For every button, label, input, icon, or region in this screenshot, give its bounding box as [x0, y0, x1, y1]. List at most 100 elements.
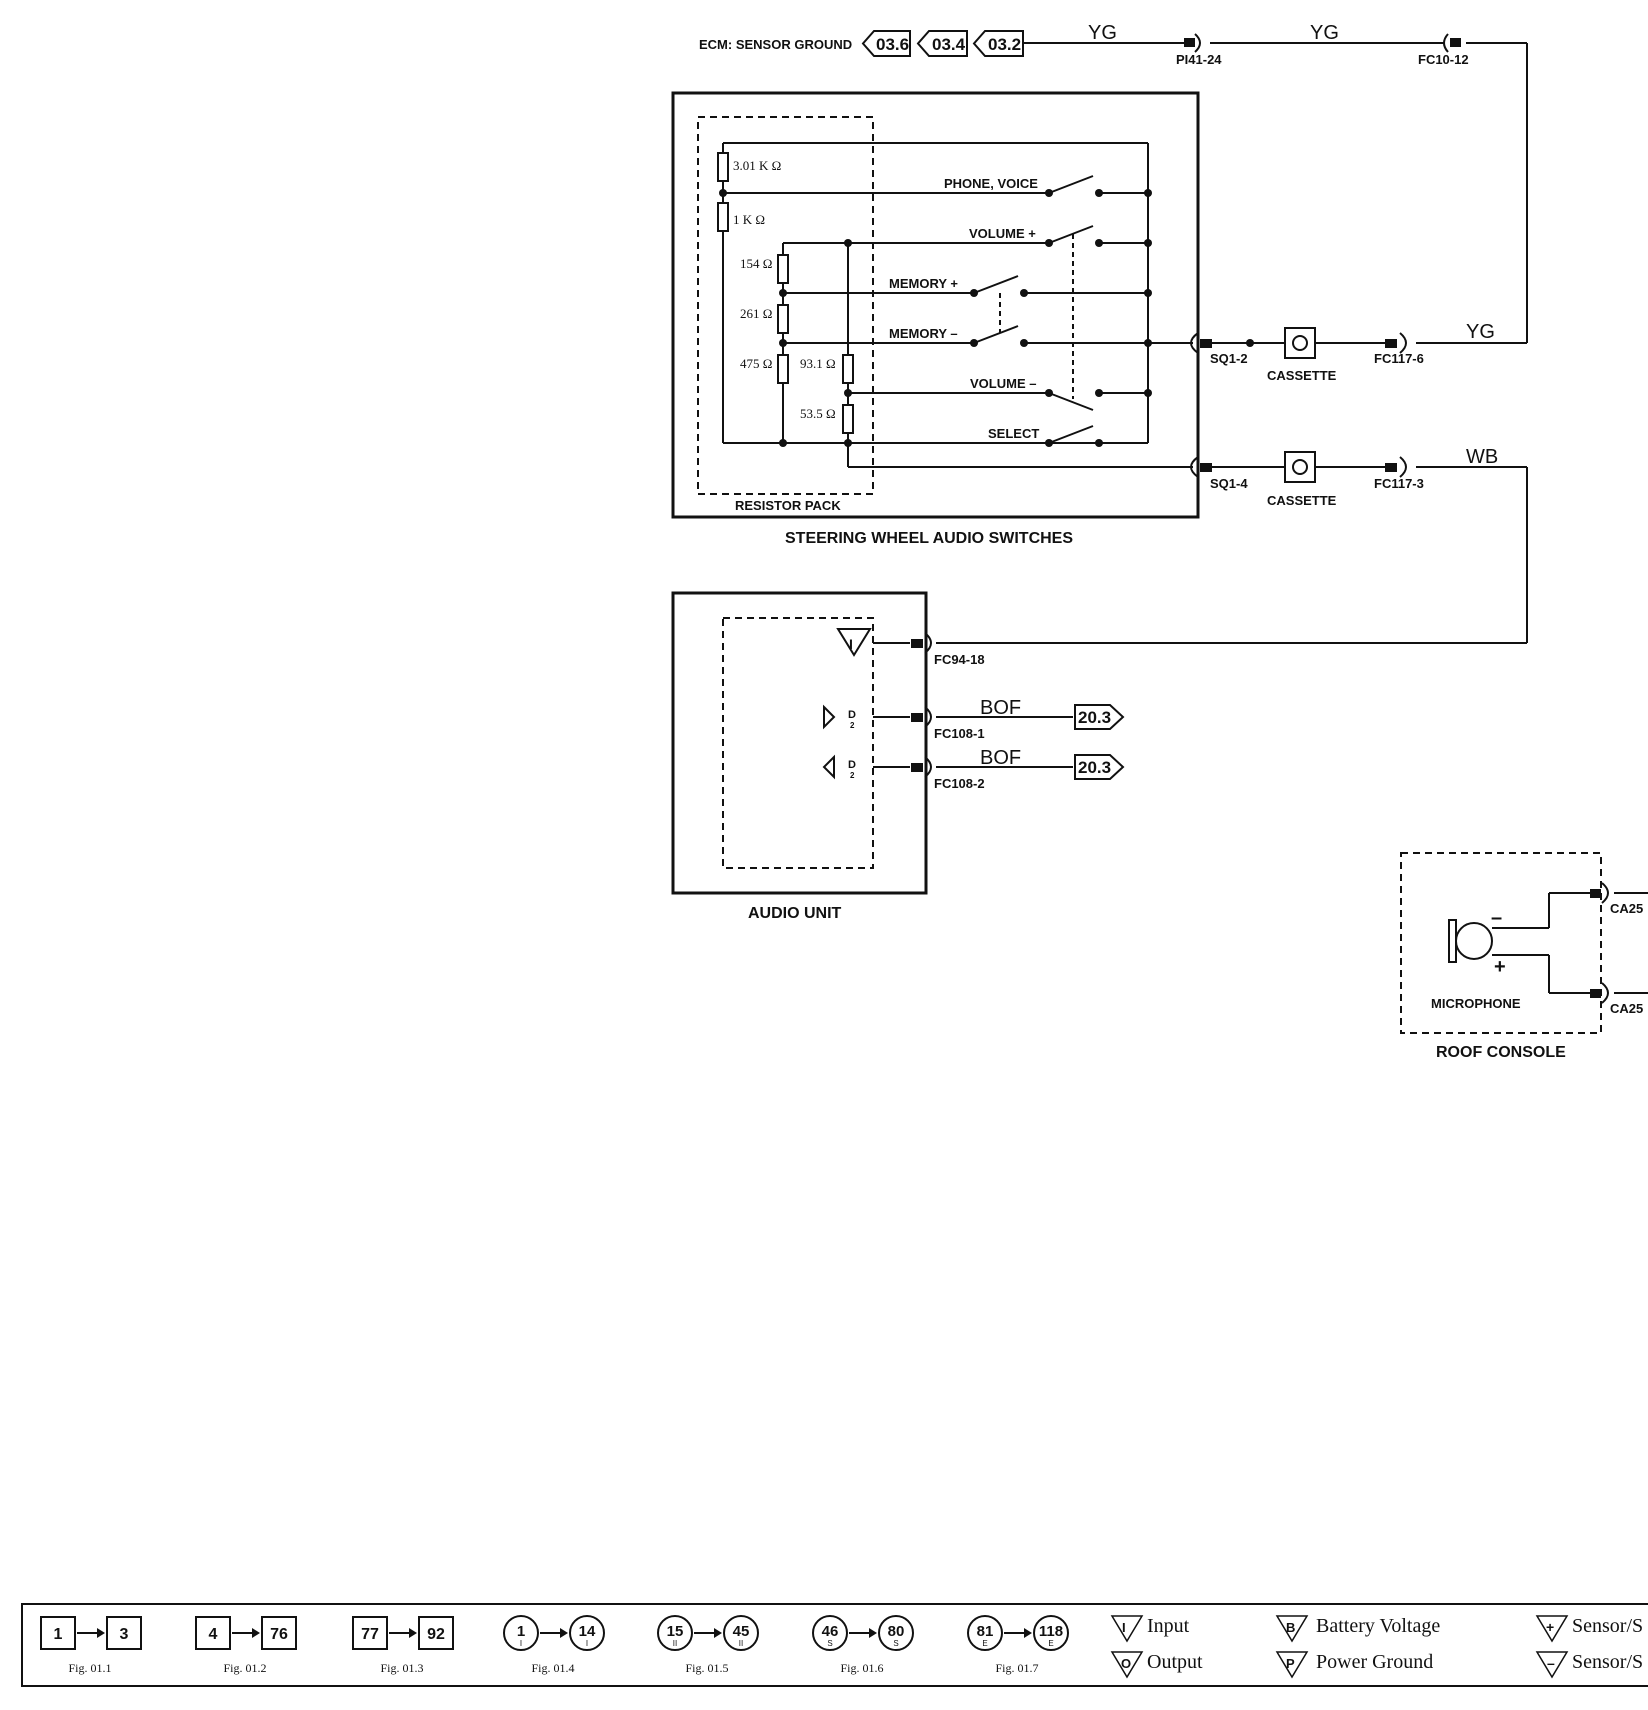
legend-fig-0-caption: Fig. 01.1	[68, 1661, 111, 1675]
legend-fig-3-to: 14	[579, 1623, 596, 1640]
legend-fig-2-to-box	[418, 1616, 454, 1650]
legend-fig-0-to-box	[106, 1616, 142, 1650]
legend-fig-1-caption: Fig. 01.2	[223, 1661, 266, 1675]
legend-fig-4-to: 45	[733, 1623, 750, 1640]
legend-fig-4-arrow-icon	[714, 1628, 722, 1638]
resistor-r1-label: 3.01 K Ω	[733, 158, 781, 173]
legend-fig-0-from: 1	[54, 1626, 63, 1643]
steering-wheel-title: STEERING WHEEL AUDIO SWITCHES	[785, 530, 1073, 547]
ecm-label: ECM: SENSOR GROUND	[699, 37, 852, 52]
resistor-pack-label: RESISTOR PACK	[735, 498, 841, 513]
resistor-r1	[717, 152, 729, 182]
legend-fig-4-to-circle	[723, 1615, 759, 1651]
switch-memory-minus: MEMORY –	[889, 326, 958, 341]
legend-fig-2-to: 92	[427, 1626, 445, 1643]
legend-input-icon	[1110, 1615, 1144, 1643]
legend-fig-0-arrow-icon	[97, 1628, 105, 1638]
connector-fc10-12: FC10-12	[1418, 52, 1469, 67]
resistor-r2	[717, 202, 729, 232]
legend-fig-6-from-sub: E	[982, 1639, 987, 1648]
steering-wheel-box	[671, 91, 1200, 519]
switch-volume-minus: VOLUME –	[970, 376, 1036, 391]
ecm-ref-0[interactable]: 03.6	[876, 35, 909, 54]
audio-ref-1-box[interactable]	[1074, 754, 1125, 780]
mic-minus: –	[1491, 907, 1502, 929]
legend-fig-2-caption: Fig. 01.3	[380, 1661, 423, 1675]
audio-ref-1[interactable]: 20.3	[1078, 758, 1111, 777]
legend-fig-5-to-sub: S	[893, 1639, 898, 1648]
connector-fc117-3: FC117-3	[1374, 476, 1424, 491]
connector-fc108-1: FC108-1	[934, 726, 985, 741]
legend-output-glyph: O	[1121, 1656, 1131, 1671]
resistor-r5-label: 475 Ω	[740, 356, 772, 371]
legend-fig-0-to: 3	[120, 1626, 129, 1643]
cassette-label-2: CASSETTE	[1267, 493, 1337, 508]
legend-sensor-plus-label: Sensor/S	[1572, 1615, 1643, 1637]
legend-fig-5-caption: Fig. 01.6	[840, 1661, 883, 1675]
legend-battery-glyph: B	[1286, 1620, 1295, 1635]
d2-label-1: D	[848, 709, 856, 721]
switch-memory-plus: MEMORY +	[889, 276, 958, 291]
junction-dots	[719, 189, 1254, 447]
d2-sub-1: 2	[850, 721, 855, 730]
input-triangle-icon	[836, 628, 872, 657]
wire-color-yg-1: YG	[1088, 22, 1117, 44]
legend-fig-6-to-circle	[1033, 1615, 1069, 1651]
legend-fig-5-from: 46	[822, 1623, 839, 1640]
microphone-icon	[1448, 919, 1457, 963]
ecm-ref-1[interactable]: 03.4	[932, 35, 966, 54]
legend-output-icon	[1110, 1651, 1144, 1679]
legend-bar	[21, 1603, 1648, 1687]
ecm-ref-0-box[interactable]	[861, 30, 911, 57]
connector-sq1-2: SQ1-2	[1210, 351, 1248, 366]
legend-fig-3-from-sub: I	[520, 1639, 522, 1648]
legend-fig-1-arrow-icon	[252, 1628, 260, 1638]
d2-label-2: D	[848, 759, 856, 771]
legend-fig-4-from-sub: II	[673, 1639, 677, 1648]
legend-power-ground-glyph: P	[1286, 1656, 1295, 1671]
switch-phone-voice: PHONE, VOICE	[944, 176, 1038, 191]
ecm-ref-2[interactable]: 03.2	[988, 35, 1021, 54]
ecm-ref-2-box[interactable]	[972, 30, 1024, 57]
legend-fig-3-to-sub: I	[586, 1639, 588, 1648]
audio-ref-0[interactable]: 20.3	[1078, 708, 1111, 727]
connector-fc117-6: FC117-6	[1374, 351, 1424, 366]
resistor-r6	[842, 354, 854, 384]
legend-sensor-minus-icon	[1535, 1651, 1569, 1679]
wire-color-yg-2: YG	[1310, 22, 1339, 44]
legend-fig-3-caption: Fig. 01.4	[531, 1661, 574, 1675]
wire-color-bof-1: BOF	[980, 697, 1021, 719]
legend-fig-6-from-circle	[967, 1615, 1003, 1651]
legend-input-glyph: I	[1122, 1620, 1126, 1635]
legend-sensor-minus-label: Sensor/S	[1572, 1651, 1643, 1673]
audio-ref-0-box[interactable]	[1074, 704, 1125, 730]
connector-ca25-a: CA25	[1610, 901, 1643, 916]
legend-fig-6-to: 118	[1039, 1623, 1063, 1640]
legend-fig-6-from: 81	[977, 1623, 994, 1640]
connector-fc94-18: FC94-18	[934, 652, 985, 667]
resistor-r3-label: 154 Ω	[740, 256, 772, 271]
legend-sensor-minus-glyph: –	[1547, 1655, 1555, 1671]
resistor-r3	[777, 254, 789, 284]
ecm-ref-1-box[interactable]	[916, 30, 968, 57]
resistor-pack-box	[697, 116, 874, 495]
resistor-r4	[777, 304, 789, 334]
cassette-label-1: CASSETTE	[1267, 368, 1337, 383]
legend-sensor-plus-icon	[1535, 1615, 1569, 1643]
legend-fig-3-from: 1	[517, 1623, 525, 1640]
resistor-r7-label: 53.5 Ω	[800, 406, 836, 421]
legend-fig-3-from-circle	[503, 1615, 539, 1651]
legend-fig-2-from: 77	[361, 1626, 379, 1643]
legend-fig-1-from-box	[195, 1616, 231, 1650]
microphone-label: MICROPHONE	[1431, 996, 1521, 1011]
legend-sensor-plus-glyph: +	[1546, 1619, 1554, 1635]
legend-output-label: Output	[1147, 1651, 1203, 1673]
legend-fig-3-arrow-icon	[560, 1628, 568, 1638]
input-glyph: I	[849, 636, 853, 652]
legend-fig-2-arrow-icon	[409, 1628, 417, 1638]
